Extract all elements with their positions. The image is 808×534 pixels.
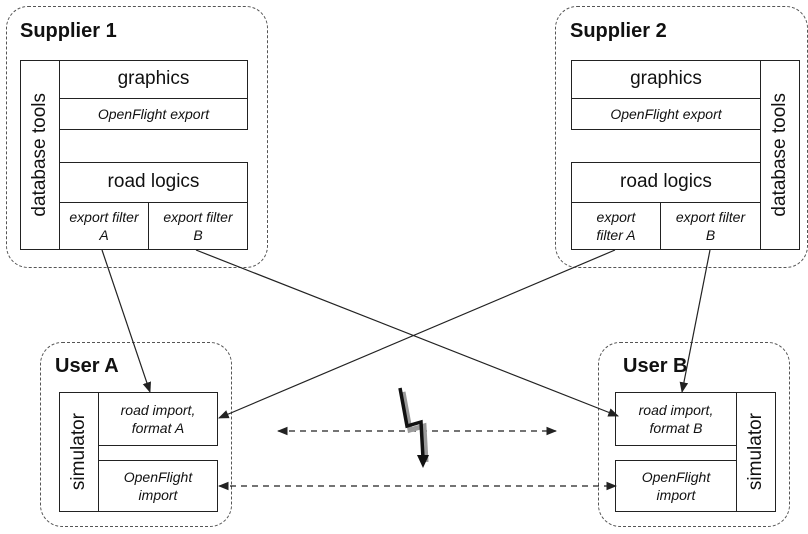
user-a-road-import: road import, format A bbox=[98, 392, 218, 446]
supplier-2-openflight-export: OpenFlight export bbox=[610, 106, 722, 122]
supplier-2-database-tools-label: database tools bbox=[769, 93, 790, 217]
arrow-s2-filter-a-to-user-a bbox=[218, 249, 616, 419]
supplier-1-export-filter-b: export filter B bbox=[163, 209, 233, 243]
user-b-simulator: simulator bbox=[736, 392, 776, 512]
supplier-1-database-tools-label: database tools bbox=[29, 93, 50, 217]
supplier-2-graphics-label: graphics bbox=[630, 68, 702, 89]
supplier-1-graphics-divider bbox=[59, 98, 248, 99]
lightning-icon bbox=[398, 387, 429, 468]
supplier-1-database-tools: database tools bbox=[20, 60, 60, 250]
supplier-1-road-logics-box bbox=[59, 162, 248, 250]
supplier-1-graphics-label: graphics bbox=[117, 68, 190, 89]
supplier-2-road-logics-box bbox=[571, 162, 761, 250]
supplier-1-openflight-export: OpenFlight export bbox=[97, 106, 210, 122]
supplier-1-title: Supplier 1 bbox=[20, 20, 117, 42]
supplier-2-road-logics-divider bbox=[571, 202, 761, 203]
user-a-simulator: simulator bbox=[59, 392, 99, 512]
supplier-1-graphics-box bbox=[59, 60, 248, 130]
user-a-title: User A bbox=[55, 355, 119, 377]
supplier-1-export-filter-a: export filter A bbox=[69, 209, 139, 243]
supplier-2-filter-divider bbox=[660, 202, 661, 250]
supplier-1-road-logics-divider bbox=[59, 202, 248, 203]
supplier-2-graphics-divider bbox=[571, 98, 761, 99]
user-b-simulator-label: simulator bbox=[745, 413, 766, 491]
supplier-2-road-logics-label: road logics bbox=[620, 171, 712, 192]
supplier-2-title: Supplier 2 bbox=[570, 20, 667, 42]
user-b-title: User B bbox=[623, 355, 688, 377]
supplier-1-filter-divider bbox=[148, 202, 149, 250]
user-a-openflight-import: OpenFlight import bbox=[98, 460, 218, 512]
supplier-2-database-tools: database tools bbox=[760, 60, 800, 250]
supplier-1-road-logics-label: road logics bbox=[107, 171, 200, 192]
user-b-road-import: road import, format B bbox=[615, 392, 737, 446]
user-a-simulator-label: simulator bbox=[68, 413, 89, 491]
supplier-2-export-filter-b: export filter B bbox=[675, 209, 746, 243]
arrow-s1-filter-b-to-user-b bbox=[195, 249, 620, 417]
supplier-2-graphics-box bbox=[571, 60, 761, 130]
user-b-openflight-import: OpenFlight import bbox=[615, 460, 737, 512]
supplier-2-export-filter-a: export filter A bbox=[596, 209, 636, 243]
